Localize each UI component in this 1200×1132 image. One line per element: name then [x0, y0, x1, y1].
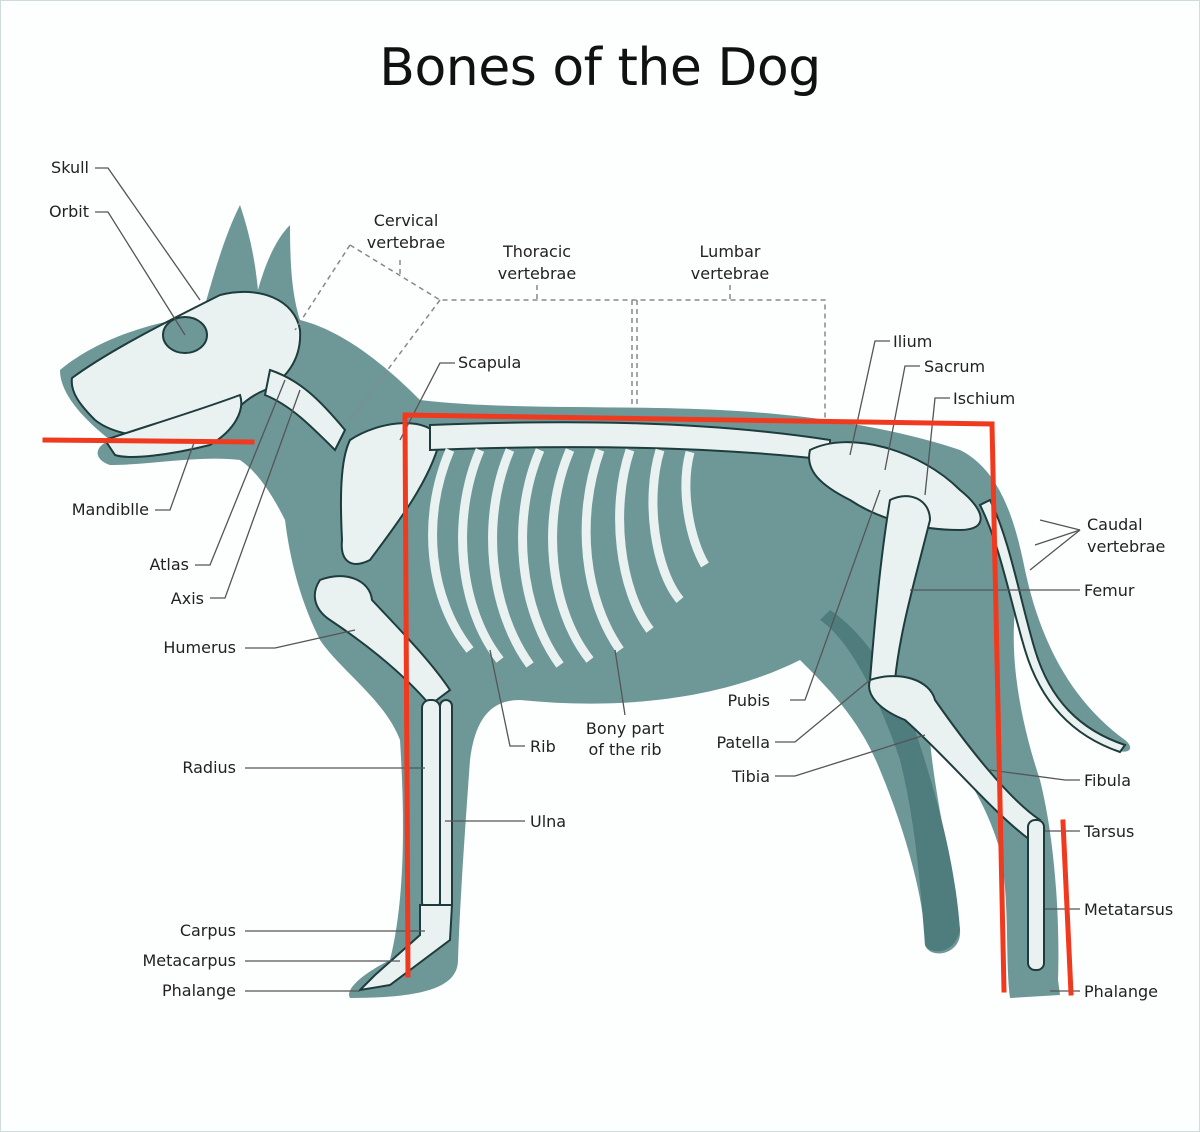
vertebrae-brackets — [294, 244, 826, 421]
label-bony-part-line1: Bony part — [585, 719, 665, 738]
label-bony-part-line2: of the rib — [588, 740, 662, 759]
label-tibia: Tibia — [731, 767, 770, 786]
red-annotations — [42, 412, 1074, 996]
label-metatarsus: Metatarsus — [1084, 900, 1174, 919]
label-orbit: Orbit — [48, 202, 89, 221]
label-caudal-line2: vertebrae — [1087, 537, 1166, 556]
label-ischium: Ischium — [953, 389, 1016, 408]
label-sacrum: Sacrum — [924, 357, 986, 376]
red-mouth-line — [42, 437, 255, 445]
label-ulna: Ulna — [530, 812, 567, 831]
label-thoracic-line2: vertebrae — [497, 264, 577, 283]
red-back-leg-line — [989, 421, 1007, 993]
cervical-bones — [263, 368, 347, 452]
label-patella: Patella — [716, 733, 770, 752]
label-thoracic-line1: Thoracic — [502, 242, 572, 261]
label-carpus: Carpus — [179, 921, 236, 940]
ulna-bone — [439, 699, 453, 911]
scapula-bone — [339, 422, 442, 565]
femur-bone — [868, 495, 932, 681]
label-rib: Rib — [530, 737, 556, 756]
label-femur: Femur — [1084, 581, 1135, 600]
label-humerus: Humerus — [163, 638, 236, 657]
pelvis-bone — [808, 441, 982, 532]
label-lumbar-line2: vertebrae — [690, 264, 770, 283]
ribs — [428, 448, 709, 668]
label-cervical-line2: vertebrae — [366, 233, 446, 252]
label-caudal-line1: Caudal — [1087, 515, 1143, 534]
label-fibula: Fibula — [1084, 771, 1132, 790]
red-back-line — [402, 412, 995, 427]
red-paw-line — [1060, 819, 1074, 996]
metatarsus-bone — [1027, 819, 1045, 971]
label-mandible: Mandiblle — [71, 500, 149, 519]
radius-bone — [421, 699, 441, 911]
label-atlas: Atlas — [149, 555, 189, 574]
label-axis: Axis — [170, 589, 204, 608]
label-scapula: Scapula — [458, 353, 522, 372]
label-phalange-front: Phalange — [162, 981, 236, 1000]
label-tarsus: Tarsus — [1084, 822, 1135, 841]
red-front-leg-line — [402, 412, 411, 978]
label-ilium: Ilium — [893, 332, 933, 351]
label-metacarpus: Metacarpus — [142, 951, 236, 970]
label-radius: Radius — [182, 758, 236, 777]
label-cervical-line1: Cervical — [373, 211, 439, 230]
page-title: Bones of the Dog — [379, 38, 821, 98]
humerus-bone — [313, 575, 452, 707]
label-lumbar-line1: Lumbar — [699, 242, 761, 261]
label-phalange-back: Phalange — [1084, 982, 1158, 1001]
skeleton — [70, 290, 1127, 992]
label-pubis: Pubis — [727, 691, 770, 710]
label-skull: Skull — [51, 158, 89, 177]
